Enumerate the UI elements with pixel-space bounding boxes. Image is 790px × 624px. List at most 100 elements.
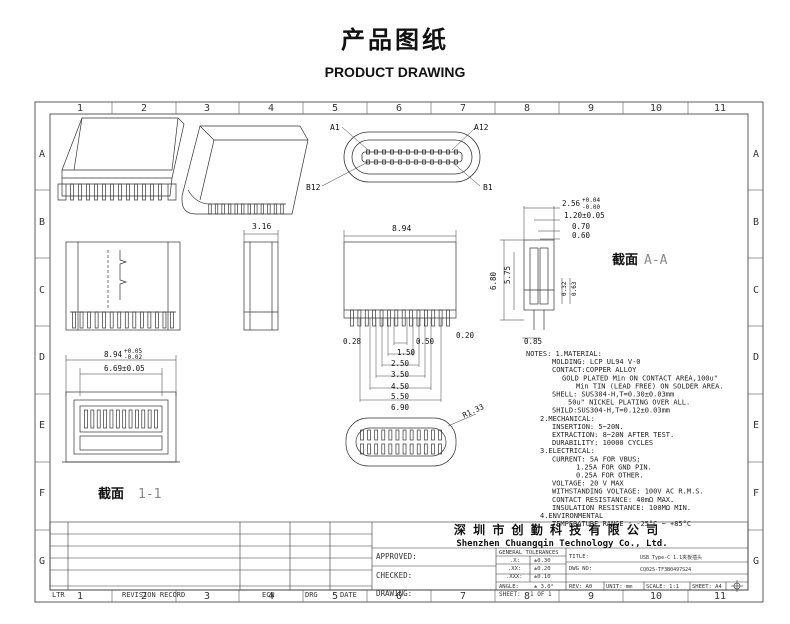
pin — [208, 203, 212, 215]
pin — [422, 149, 426, 155]
pin — [406, 159, 410, 165]
pin — [254, 203, 258, 215]
notes-block: NOTES: 1.MATERIAL:MOLDING: LCP UL94 V-0C… — [526, 350, 724, 528]
note-line: SHELL: SUS304-H,T=0.30±0.03mm — [552, 391, 674, 399]
col-label: 3 — [204, 103, 210, 114]
tol-xx: .XX: — [508, 566, 521, 572]
row-label: C — [753, 285, 759, 296]
pin — [422, 159, 426, 165]
pin — [446, 309, 450, 327]
dim-050: 0.50 — [416, 337, 435, 346]
dim-028: 0.28 — [343, 337, 362, 346]
pin — [374, 159, 378, 165]
grid-column-ticks — [111, 102, 689, 602]
pin — [122, 409, 127, 429]
row-label: B — [753, 217, 759, 228]
dim-085: 0.85 — [524, 337, 542, 346]
note-line: INSULATION RESISTANCE: 100MΩ MIN. — [552, 504, 691, 512]
tol-angle-val: ± 3.0° — [534, 584, 554, 590]
col-label: 7 — [460, 591, 466, 602]
col-label: 11 — [714, 591, 726, 602]
col-label: 8 — [524, 103, 530, 114]
title-label: TITLE: — [569, 554, 589, 560]
rev-record: REVISION RECORD — [122, 591, 185, 599]
isometric-view-front — [57, 117, 185, 201]
pin — [241, 203, 245, 215]
page-title: 产品图纸 — [341, 26, 449, 54]
dim-680: 6.80 — [489, 271, 498, 290]
pin-label-a1: A1 — [330, 123, 340, 132]
pin — [87, 311, 91, 329]
note-line: 1.25A FOR GND PIN. — [576, 463, 652, 471]
dim-070: 0.70 — [572, 222, 591, 231]
title-block-grid — [49, 521, 749, 591]
row-label: E — [753, 420, 759, 431]
checked-label: CHECKED: — [376, 571, 412, 580]
pin — [395, 443, 400, 455]
pin — [382, 149, 386, 155]
side-view — [243, 230, 279, 331]
pin — [102, 183, 106, 201]
dim-256-tol-dn: -0.00 — [582, 204, 600, 211]
col-label: 4 — [268, 103, 274, 114]
pin — [72, 311, 76, 329]
pin — [150, 183, 154, 201]
projection-symbol — [731, 580, 743, 592]
isometric-view-back — [181, 125, 309, 215]
tol-xx-val: ±0.20 — [534, 566, 551, 572]
row-label: A — [753, 149, 759, 160]
dim-032: 0.32 — [561, 281, 568, 296]
col-label: 5 — [332, 103, 338, 114]
pin — [360, 443, 364, 455]
note-line: 2.MECHANICAL: — [540, 415, 595, 423]
pin — [438, 159, 442, 165]
pin — [134, 183, 138, 201]
pin — [416, 429, 421, 441]
pin — [388, 443, 393, 455]
pin — [395, 429, 400, 441]
pin — [78, 183, 82, 201]
page-subtitle: PRODUCT DRAWING — [324, 64, 466, 80]
pin — [70, 183, 74, 201]
pin — [350, 309, 354, 327]
pin — [402, 429, 407, 441]
pin — [267, 203, 271, 215]
pin — [409, 443, 414, 455]
tol-xxx: .XXX: — [506, 574, 523, 580]
pin — [135, 409, 139, 429]
row-label: C — [39, 285, 45, 296]
pin — [431, 309, 436, 327]
dim-550: 5.50 — [391, 392, 410, 401]
row-label: B — [39, 217, 45, 228]
note-line: 4.ENVIRONMENTAL — [540, 512, 603, 520]
pin — [234, 203, 238, 215]
pin — [367, 443, 371, 455]
pin — [401, 309, 406, 327]
dim-250: 2.50 — [391, 359, 410, 368]
pin — [438, 443, 442, 455]
pin-label-b1: B1 — [483, 183, 493, 192]
pin — [141, 409, 146, 429]
pin — [154, 409, 158, 429]
note-line: INSERTION: 5~20N. — [552, 423, 624, 431]
pin — [260, 203, 264, 215]
dwg-label: DWG NO: — [569, 566, 592, 572]
grid-columns-bottom: 1 2 3 4 5 6 7 8 9 10 11 — [77, 591, 726, 602]
pin — [423, 443, 428, 455]
section-aa-label: A-A — [644, 253, 668, 268]
pin — [374, 149, 378, 155]
note-line: NOTES: 1.MATERIAL: — [526, 350, 602, 358]
col-label: 4 — [268, 591, 274, 602]
pin — [109, 311, 114, 329]
row-label: D — [753, 352, 759, 363]
col-label: 2 — [141, 103, 147, 114]
pin — [438, 309, 443, 327]
pin — [431, 429, 435, 441]
pitch-dimensions — [359, 318, 442, 402]
col-label: 8 — [524, 591, 530, 602]
row-label: F — [753, 488, 759, 499]
pcb-footprint-view — [345, 413, 477, 467]
pin — [454, 149, 458, 155]
col-label: 2 — [141, 591, 147, 602]
pin — [162, 311, 167, 329]
